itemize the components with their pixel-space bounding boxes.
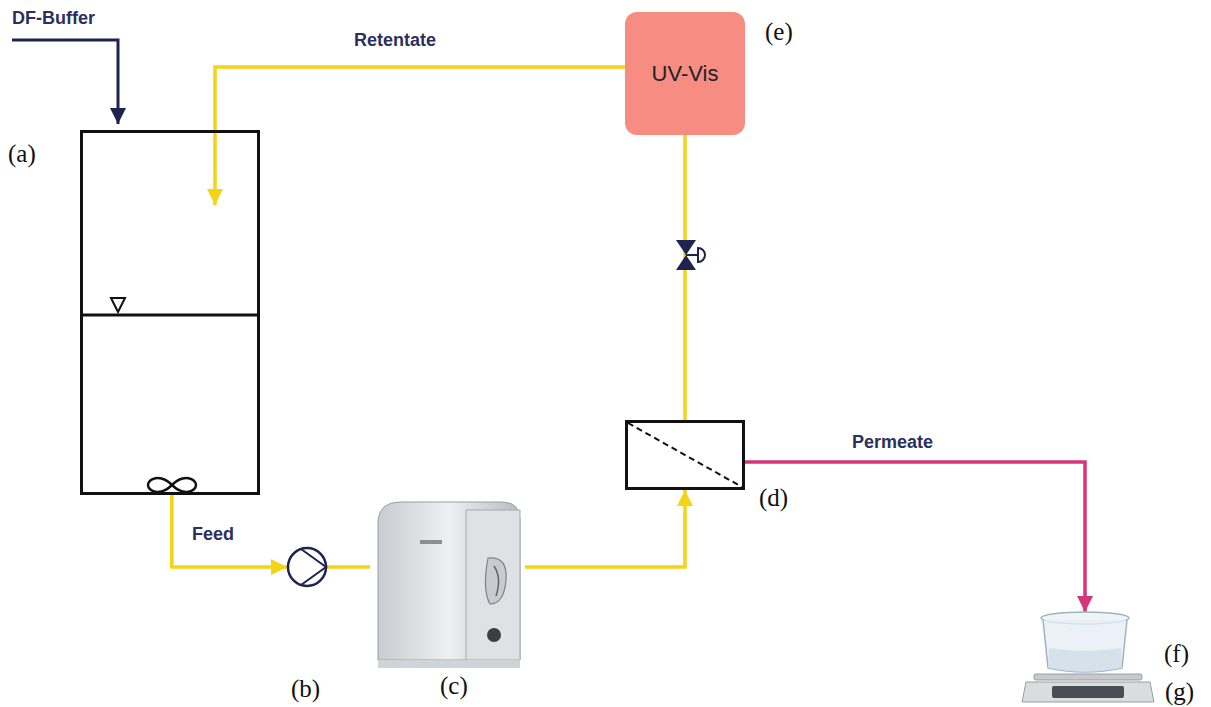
callout-letter: (f) [1164, 640, 1189, 668]
beaker-shape [1040, 612, 1130, 674]
permeate-line [745, 462, 1085, 612]
process-line [525, 490, 685, 567]
callout-letter: (g) [1165, 678, 1194, 706]
uv-vis-detector: UV-Vis(e) [625, 12, 745, 135]
stream-label: Permeate [850, 432, 935, 453]
callout-letter: (e) [765, 18, 793, 46]
stream-label: Retentate [352, 30, 438, 51]
buffer-inlet-line [12, 40, 118, 124]
callout-letter: (d) [759, 484, 788, 512]
tank-shape [80, 130, 260, 495]
stream-label: Feed [190, 524, 236, 545]
balance: (g) [1022, 674, 1154, 704]
pump: (b) [287, 547, 327, 587]
callout-letter: (a) [8, 140, 36, 168]
pump-shape [287, 547, 327, 587]
tank: (a) [80, 130, 260, 495]
device: (c) [370, 500, 525, 672]
membrane-module-shape [625, 420, 745, 490]
instrument-label: UV-Vis [652, 61, 719, 87]
callout-letter: (b) [291, 675, 320, 703]
callout-letter: (c) [440, 672, 468, 700]
valve-symbol [676, 240, 705, 270]
device-shape [370, 500, 525, 672]
process-line [215, 67, 625, 205]
balance-shape [1022, 674, 1154, 704]
beaker: (f) [1040, 612, 1130, 674]
process-line [172, 495, 287, 567]
stream-label: DF-Buffer [12, 8, 95, 29]
membrane-module: (d) [625, 420, 745, 490]
process-line [327, 565, 370, 569]
process-line [683, 135, 687, 420]
